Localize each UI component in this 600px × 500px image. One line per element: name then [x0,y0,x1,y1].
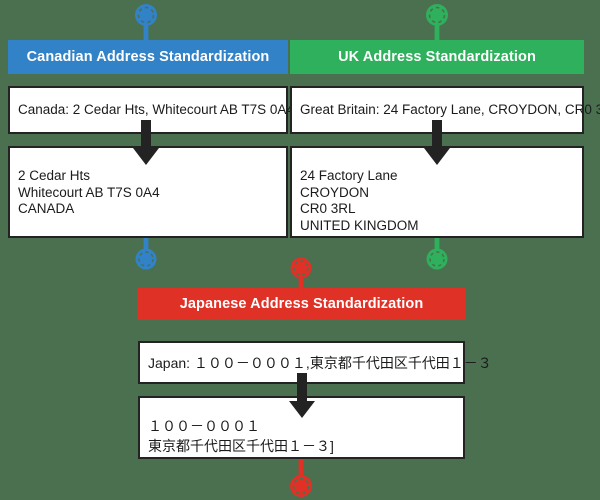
arrow-down-icon [289,373,315,418]
output-text-japanese: １００－０００１ 東京都千代田区千代田１－３] [148,418,334,454]
pin-top-uk [424,2,450,44]
panel-title-canadian: Canadian Address Standardization [26,49,270,65]
panel-title-japanese: Japanese Address Standardization [179,296,424,312]
pin-bottom-uk [424,238,450,270]
map-pin-icon [290,459,312,497]
panel-header-canadian: Canadian Address Standardization [8,40,288,74]
output-text-uk: 24 Factory Lane CROYDON CR0 3RL UNITED K… [300,168,419,233]
arrow-down-icon [133,120,159,165]
pin-bottom-japanese [288,459,314,500]
map-pin-icon [426,238,448,270]
flow-arrow-uk [423,120,451,166]
flow-arrow-japanese [288,373,316,419]
panel-header-uk: UK Address Standardization [290,40,584,74]
pin-top-canadian [133,2,159,44]
input-box-japanese: Japan: １００－０００１,東京都千代田区千代田１－３ [138,341,492,384]
output-box-uk: 24 Factory Lane CROYDON CR0 3RL UNITED K… [290,146,584,238]
map-pin-icon [426,4,448,44]
pin-top-japanese [288,256,314,296]
flow-arrow-canadian [132,120,160,166]
map-pin-icon [290,257,312,296]
panel-title-uk: UK Address Standardization [338,49,536,65]
output-text-canadian: 2 Cedar Hts Whitecourt AB T7S 0A4 CANADA [18,168,160,216]
pin-bottom-canadian [133,238,159,270]
input-text-japanese: Japan: １００－０００１,東京都千代田区千代田１－３ [148,354,492,371]
input-text-uk: Great Britain: 24 Factory Lane, CROYDON,… [300,101,600,117]
input-text-canadian: Canada: 2 Cedar Hts, Whitecourt AB T7S 0… [18,101,294,117]
map-pin-icon [135,4,157,44]
arrow-down-icon [424,120,450,165]
map-pin-icon [135,238,157,270]
